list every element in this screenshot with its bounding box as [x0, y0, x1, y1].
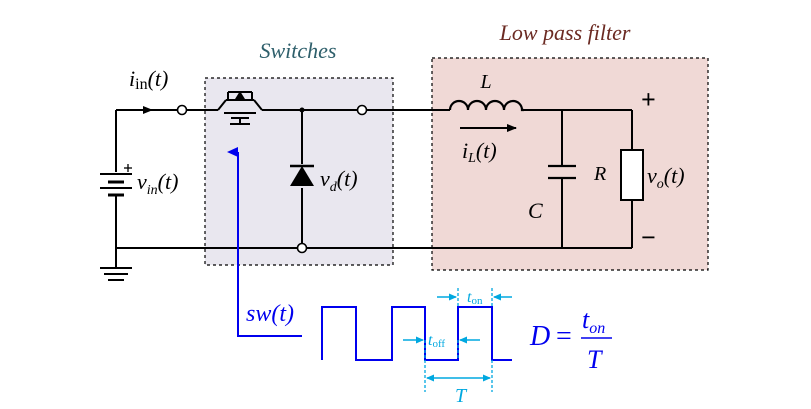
- i-in-label: iin(t): [129, 66, 168, 93]
- duty-eq: =: [556, 321, 572, 352]
- output-terminal: [356, 104, 368, 116]
- capacitor-label: C: [528, 198, 543, 223]
- t-on-label: ton: [467, 289, 483, 307]
- battery-icon: [100, 164, 132, 197]
- wires: [115, 109, 633, 268]
- igbt-switch-icon: [217, 91, 263, 125]
- diode-bottom-node: [296, 242, 308, 254]
- input-terminal: [176, 104, 188, 116]
- minus-sign: −: [641, 223, 656, 252]
- t-off-label: toff: [428, 332, 445, 350]
- v-o-label: vo(t): [647, 163, 685, 192]
- resistor-icon: [620, 149, 644, 201]
- i-l-label: iL(t): [462, 138, 497, 166]
- resistor-label: R: [593, 163, 606, 185]
- diode-top-node: [299, 107, 305, 113]
- sw-label: sw(t): [246, 301, 294, 327]
- timing-arrows: [403, 293, 512, 382]
- timing-guides: [424, 288, 493, 392]
- filter-box: [431, 57, 709, 271]
- v-in-label: vin(t): [137, 169, 178, 198]
- ground-icon: [100, 267, 132, 281]
- capacitor-icon: [548, 164, 576, 180]
- period-label: T: [455, 385, 468, 407]
- inductor-label: L: [479, 71, 491, 93]
- plus-sign: +: [641, 85, 656, 114]
- duty-den: T: [587, 345, 603, 374]
- switches-label: Switches: [260, 38, 337, 63]
- sw-control-line: [227, 147, 302, 337]
- diode-icon: [290, 164, 314, 186]
- filter-label: Low pass filter: [499, 20, 631, 45]
- v-d-label: vd(t): [320, 166, 358, 195]
- inductor-icon: [448, 99, 524, 112]
- sw-waveform: [321, 306, 512, 361]
- duty-d: D: [529, 321, 550, 352]
- duty-num: ton: [582, 305, 605, 337]
